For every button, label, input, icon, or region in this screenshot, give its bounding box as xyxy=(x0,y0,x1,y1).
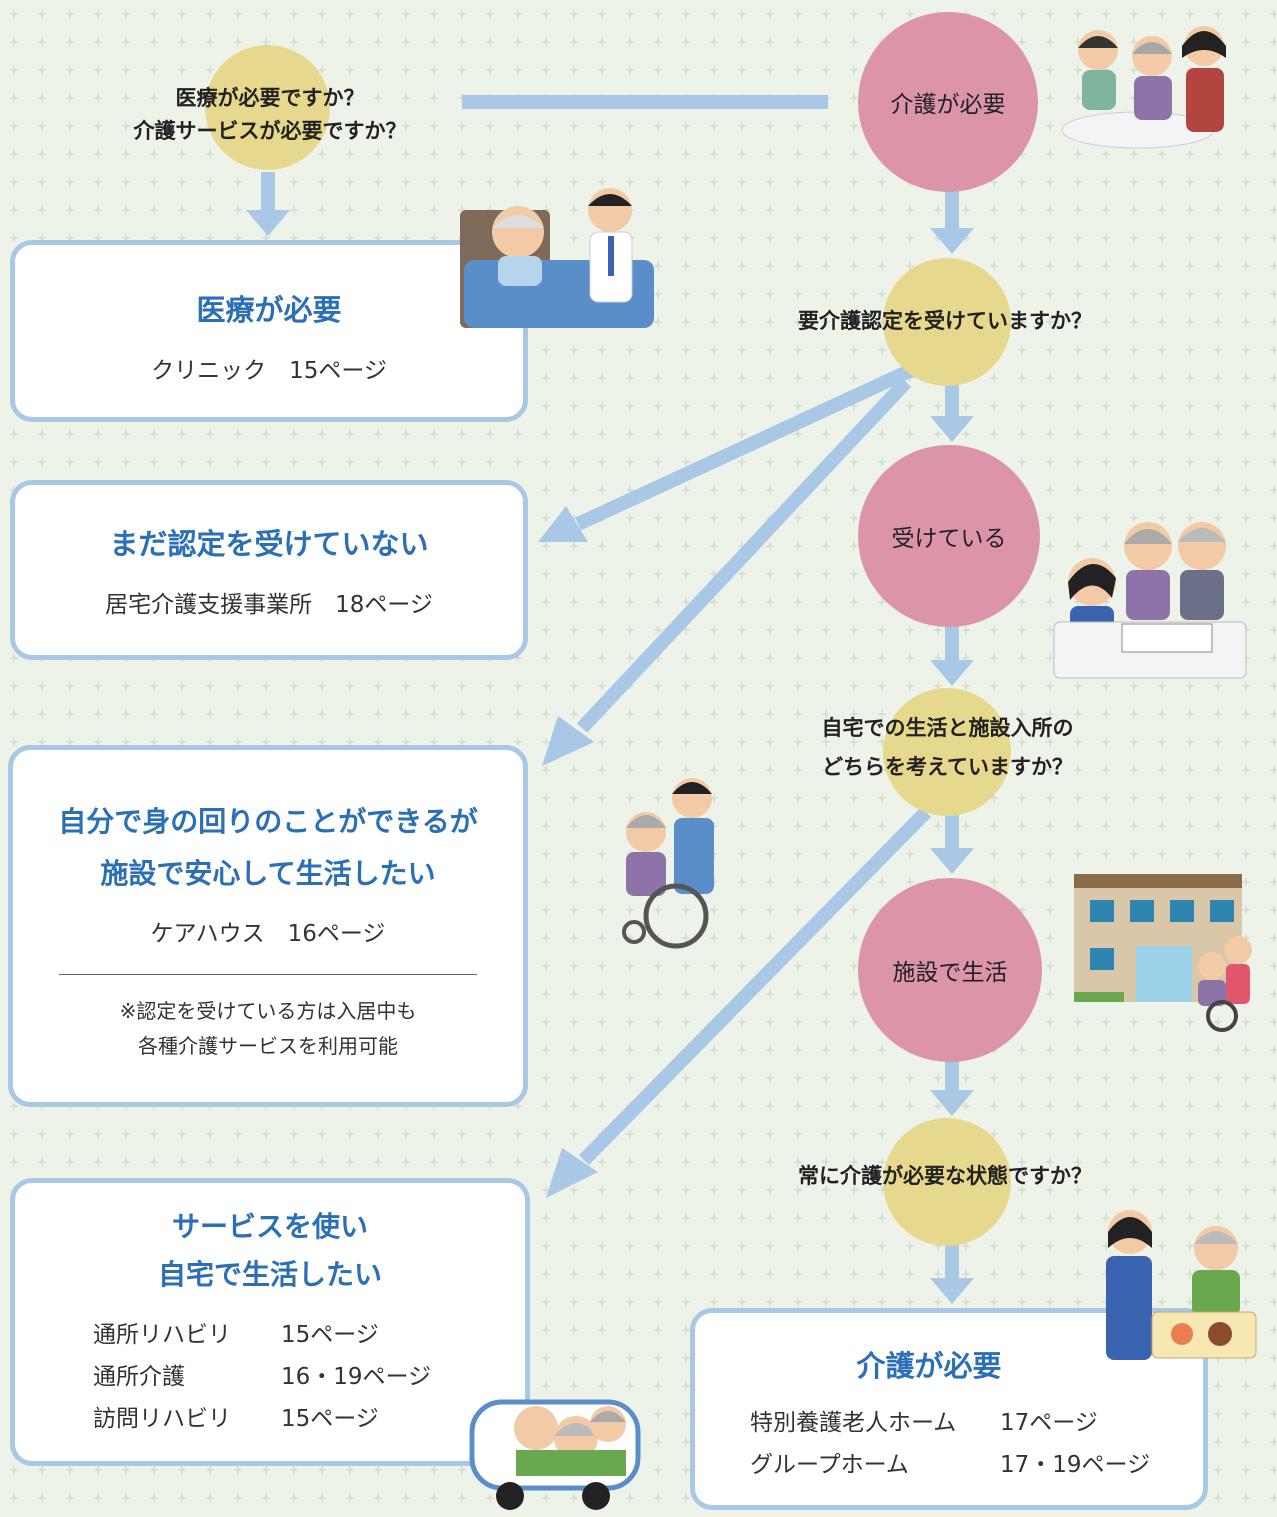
node-received: 受けている xyxy=(858,445,1040,627)
box-not-certified-title: まだ認定を受けていない xyxy=(109,527,429,561)
question-q3-line1: 自宅での生活と施設入所の xyxy=(821,716,1074,740)
question-q1: 医療が必要ですか？ 介護サービスが必要ですか？ xyxy=(60,82,480,148)
box-home-title-line1: サービスを使い xyxy=(171,1210,368,1243)
question-bubble xyxy=(883,688,1011,816)
caregivers-with-elder-icon xyxy=(1061,26,1226,149)
box-home: サービスを使い 自宅で生活したい 通所リハビリ 15ページ 通所介護 16・19… xyxy=(10,1178,530,1466)
consultation-icon xyxy=(1053,522,1247,679)
box-carehouse-title-line1: 自分で身の回りのことができるが xyxy=(58,805,478,838)
question-q1-line2: 介護サービスが必要ですか？ xyxy=(133,119,407,143)
divider xyxy=(59,974,477,975)
box-not-certified: まだ認定を受けていない 居宅介護支援事業所 18ページ xyxy=(10,480,528,660)
box-carehouse-line: ケアハウス 16ページ xyxy=(150,921,386,947)
node-received-label: 受けている xyxy=(891,526,1007,552)
question-q1-line1: 医療が必要ですか？ xyxy=(175,86,365,110)
service-page: 15ページ xyxy=(281,1406,379,1432)
care-facility-icon xyxy=(1074,874,1252,1032)
service-page: 15ページ xyxy=(281,1322,379,1348)
service-page: 17ページ xyxy=(1000,1410,1098,1436)
box-nursing-list: 特別養護老人ホーム 17ページ グループホーム 17・19ページ xyxy=(695,1403,1203,1487)
patient-and-doctor-icon xyxy=(460,188,654,328)
question-bubble xyxy=(205,45,330,170)
question-q4: 常に介護が必要な状態ですか？ xyxy=(798,1164,1092,1188)
list-item: 通所介護 16・19ページ xyxy=(93,1357,525,1399)
box-not-certified-line: 居宅介護支援事業所 18ページ xyxy=(105,592,433,618)
box-nursing-title: 介護が必要 xyxy=(856,1349,1002,1383)
service-name: 特別養護老人ホーム xyxy=(750,1410,957,1436)
arrow-q2-to-not-certified xyxy=(575,359,923,531)
list-item: 通所リハビリ 15ページ xyxy=(93,1315,525,1357)
node-care-needed: 介護が必要 xyxy=(858,12,1038,192)
question-bubble xyxy=(883,258,1011,386)
box-carehouse-note-line2: 各種介護サービスを利用可能 xyxy=(138,1034,398,1058)
list-item: 特別養護老人ホーム 17ページ xyxy=(750,1403,1203,1445)
box-home-title-line2: 自宅で生活したい xyxy=(157,1258,382,1291)
service-name: 訪問リハビリ xyxy=(93,1406,231,1432)
question-q3-line2: どちらを考えていますか？ xyxy=(822,755,1073,779)
question-bubble xyxy=(883,1118,1011,1246)
question-q2: 要介護認定を受けていますか？ xyxy=(798,309,1092,333)
box-medical: 医療が必要 クリニック 15ページ xyxy=(10,240,528,422)
service-name: グループホーム xyxy=(750,1452,909,1478)
box-carehouse-title-line2: 施設で安心して生活したい xyxy=(100,857,436,890)
box-carehouse-note-line1: ※認定を受けている方は入居中も xyxy=(119,999,417,1023)
service-page: 16・19ページ xyxy=(281,1364,432,1390)
arrow-q2-to-carehouse xyxy=(576,377,912,733)
question-q3: 自宅での生活と施設入所の どちらを考えていますか？ xyxy=(720,712,1175,784)
node-facility-life: 施設で生活 xyxy=(858,878,1042,1062)
service-name: 通所介護 xyxy=(93,1364,185,1390)
node-facility-life-label: 施設で生活 xyxy=(892,960,1008,986)
node-care-needed-label: 介護が必要 xyxy=(890,92,1006,118)
service-name: 通所リハビリ xyxy=(93,1322,231,1348)
service-page: 17・19ページ xyxy=(1000,1452,1151,1478)
box-home-list: 通所リハビリ 15ページ 通所介護 16・19ページ 訪問リハビリ 15ページ xyxy=(15,1315,525,1441)
list-item: グループホーム 17・19ページ xyxy=(750,1445,1203,1487)
list-item: 訪問リハビリ 15ページ xyxy=(93,1399,525,1441)
box-medical-title: 医療が必要 xyxy=(196,293,342,327)
box-medical-line: クリニック 15ページ xyxy=(151,358,387,384)
wheelchair-caregiver-icon xyxy=(622,778,714,949)
feeding-care-icon xyxy=(1106,1210,1257,1360)
arrow-q3-to-home xyxy=(579,807,931,1165)
box-carehouse: 自分で身の回りのことができるが 施設で安心して生活したい ケアハウス 16ページ… xyxy=(8,745,528,1107)
day-service-van-icon xyxy=(469,1399,641,1510)
